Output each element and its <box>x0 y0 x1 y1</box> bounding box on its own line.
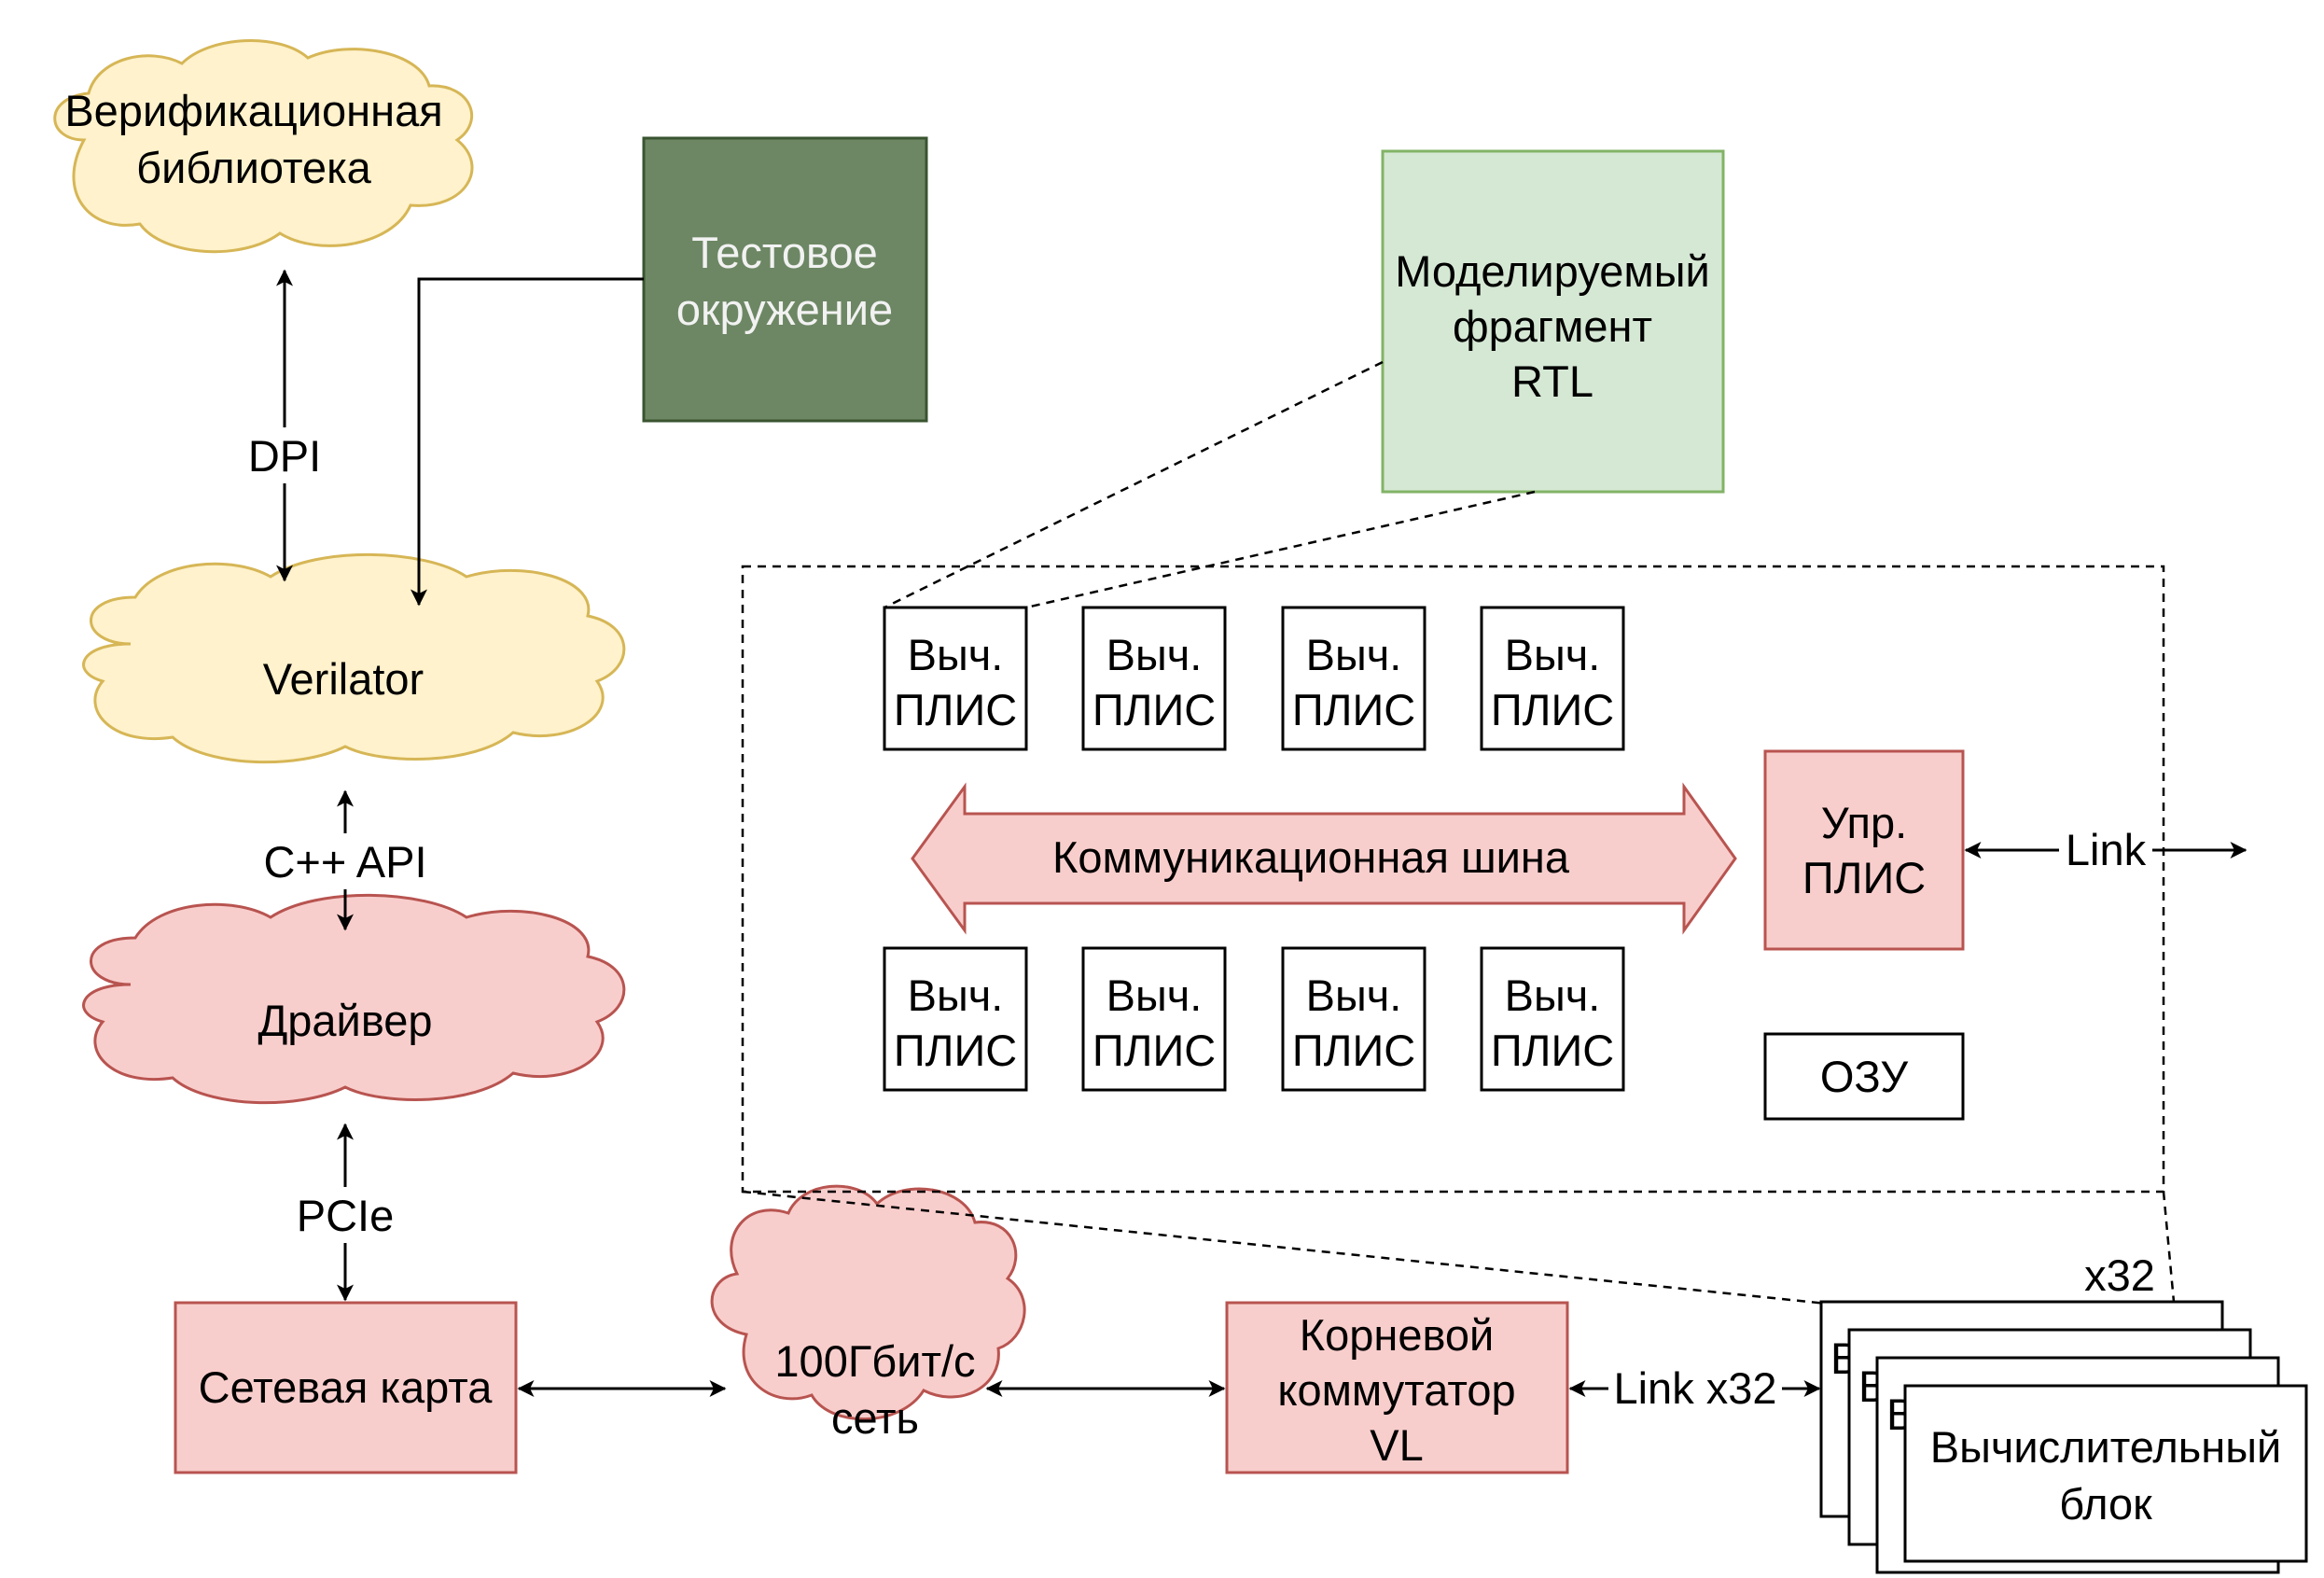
ram-label: ОЗУ <box>1820 1052 1909 1101</box>
root-switch-label-1: Корневой <box>1300 1310 1495 1360</box>
multiplier-label: x32 <box>2084 1250 2155 1300</box>
ram-box <box>1763 1032 1965 1121</box>
verification-library-label-2: библиотека <box>136 143 371 192</box>
network-cloud <box>710 1184 1026 1421</box>
network-label-1: 100Гбит/с <box>774 1336 975 1386</box>
compute-fpga-label-1: Выч. <box>1505 630 1601 679</box>
compute-block-detail-frame <box>741 565 2165 1194</box>
verification-library-cloud <box>53 38 474 254</box>
link-label-bg <box>2059 824 2152 876</box>
root-switch-box <box>1225 1301 1569 1474</box>
compute-fpga-label-1: Выч. <box>1106 630 1203 679</box>
network-card-box <box>174 1301 518 1474</box>
modeled-fragment-box <box>1381 149 1725 494</box>
block-callout-line-2 <box>2162 1191 2176 1303</box>
compute-fpga-label-2: ПЛИС <box>1491 1026 1614 1075</box>
compute-fpga-label-2: ПЛИС <box>894 1026 1017 1075</box>
compute-fpga-label-1: Выч. <box>1505 971 1601 1020</box>
compute-fpga-label-1: Выч. <box>1306 630 1402 679</box>
root-switch-label-2: коммутатор <box>1277 1365 1515 1415</box>
compute-fpga-label-2: ПЛИС <box>1092 1026 1216 1075</box>
driver-cloud <box>82 893 626 1105</box>
compute-fpga-label-1: Выч. <box>1306 971 1402 1020</box>
communication-bus-arrow <box>911 782 1737 935</box>
compute-block-box <box>1903 1384 2308 1563</box>
control-fpga-box <box>1763 749 1965 951</box>
dpi-label-bg <box>241 427 328 483</box>
network-label-2: сеть <box>831 1393 919 1443</box>
compute-fpga-box <box>1081 946 1227 1092</box>
fragment-callout-line-1 <box>884 360 1384 609</box>
verilator-label: Verilator <box>263 654 424 704</box>
dpi-label: DPI <box>248 431 321 481</box>
compute-block-label-1: Вычислительный <box>1930 1422 2282 1472</box>
control-fpga-label-2: ПЛИС <box>1802 853 1926 902</box>
block-callout-line-1 <box>742 1190 1837 1306</box>
fragment-callout-line-2 <box>1025 490 1536 609</box>
test-environment-label-1: Тестовое <box>691 228 878 277</box>
cpp-api-label-bg <box>252 833 438 889</box>
communication-bus-label: Коммуникационная шина <box>1052 832 1570 882</box>
test-environment-label-2: окружение <box>676 285 893 334</box>
compute-fpga-label-2: ПЛИС <box>1092 685 1216 734</box>
cpp-api-label: C++ API <box>263 837 426 887</box>
root-switch-label-3: VL <box>1370 1420 1424 1470</box>
compute-fpga-label-2: ПЛИС <box>1292 685 1415 734</box>
test-environment-box <box>642 136 928 423</box>
modeled-fragment-label-1: Моделируемый <box>1395 246 1710 296</box>
compute-fpga-box <box>1081 606 1227 751</box>
compute-block-label-2: блок <box>2059 1479 2152 1529</box>
control-fpga-label-1: Упр. <box>1821 798 1907 847</box>
pcie-label: PCIe <box>297 1191 395 1240</box>
test-environment-edge <box>411 277 644 607</box>
compute-fpga-box <box>883 946 1028 1092</box>
compute-fpga-label-2: ПЛИС <box>1491 685 1614 734</box>
link-label: Link <box>2066 825 2147 874</box>
link-x32-label-bg <box>1608 1362 1782 1415</box>
modeled-fragment-label-2: фрагмент <box>1453 301 1652 351</box>
verification-library-label-1: Верификационная <box>64 86 442 135</box>
network-card-label: Сетевая карта <box>199 1362 494 1412</box>
compute-fpga-box <box>1281 606 1426 751</box>
compute-fpga-box <box>1480 946 1625 1092</box>
compute-fpga-label-2: ПЛИС <box>894 685 1017 734</box>
compute-fpga-label-1: Выч. <box>1106 971 1203 1020</box>
driver-label: Драйвер <box>257 996 432 1045</box>
modeled-fragment-label-3: RTL <box>1511 356 1593 406</box>
compute-fpga-box <box>883 606 1028 751</box>
pcie-label-bg <box>289 1187 401 1243</box>
compute-fpga-label-2: ПЛИС <box>1292 1026 1415 1075</box>
verilator-cloud <box>82 552 626 764</box>
compute-fpga-label-1: Выч. <box>908 971 1004 1020</box>
link-x32-label: Link x32 <box>1613 1363 1776 1413</box>
compute-fpga-box <box>1281 946 1426 1092</box>
compute-fpga-label-1: Выч. <box>908 630 1004 679</box>
compute-fpga-box <box>1480 606 1625 751</box>
